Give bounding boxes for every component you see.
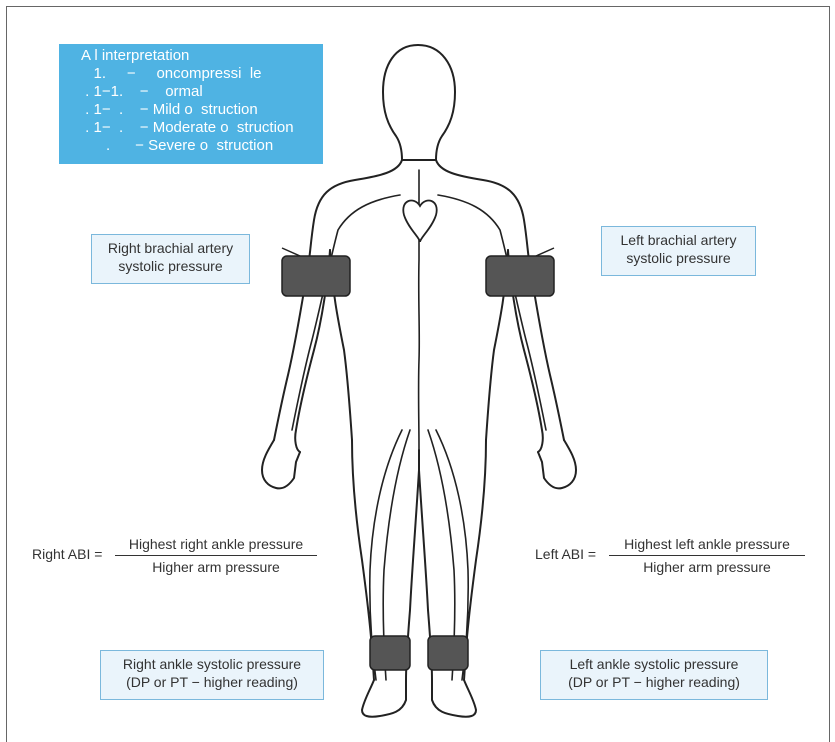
left-brachial-label: Left brachial artery systolic pressure (601, 226, 756, 276)
right-ankle-cuff (370, 636, 410, 670)
left-vessel-arm (292, 195, 400, 430)
right-ankle-label: Right ankle systolic pressure (DP or PT … (100, 650, 324, 700)
right-brachial-label: Right brachial artery systolic pressure (91, 234, 250, 284)
right-hand (538, 440, 576, 488)
left-abi-fraction-bar (609, 555, 805, 556)
head-outline (383, 45, 455, 160)
left-abi-numerator: Highest left ankle pressure (609, 536, 805, 552)
right-brachial-label-line-2: systolic pressure (92, 257, 249, 275)
right-ankle-label-line-1: Right ankle systolic pressure (101, 655, 323, 673)
right-brachial-label-line-1: Right brachial artery (92, 239, 249, 257)
left-arm-cuff-tube (536, 248, 554, 256)
left-ankle-cuff (428, 636, 468, 670)
torso-right-outline (436, 160, 564, 440)
right-arm-cuff (282, 256, 350, 296)
heart-icon (403, 200, 436, 242)
abi-interpretation-box: A l interpretation 1. − oncompressi le .… (59, 44, 323, 164)
right-abi-denominator: Higher arm pressure (115, 559, 317, 575)
right-arm-cuff-tube (282, 248, 300, 256)
torso-left-outline (274, 160, 402, 440)
abi-box-line: . 1−1. − ormal (59, 83, 323, 101)
left-brachial-label-line-1: Left brachial artery (602, 231, 755, 249)
abi-box-line: . 1− . − Mild o struction (59, 101, 323, 119)
left-arm-cuff (486, 256, 554, 296)
abi-box-line: . 1− . − Moderate o struction (59, 119, 323, 137)
right-vessel-arm (438, 195, 546, 430)
left-ankle-label-line-2: (DP or PT − higher reading) (541, 673, 767, 691)
right-ankle-label-line-2: (DP or PT − higher reading) (101, 673, 323, 691)
right-abi-fraction-bar (115, 555, 317, 556)
left-hand (262, 440, 300, 488)
left-ankle-label-line-1: Left ankle systolic pressure (541, 655, 767, 673)
right-foot (432, 680, 476, 717)
left-foot (362, 680, 406, 717)
left-ankle-label: Left ankle systolic pressure (DP or PT −… (540, 650, 768, 700)
right-abi-numerator: Highest right ankle pressure (115, 536, 317, 552)
abi-box-line: 1. − oncompressi le (59, 65, 323, 83)
right-abi-lhs: Right ABI = (32, 546, 102, 562)
abi-box-line: . − Severe o struction (59, 137, 323, 155)
left-abi-denominator: Higher arm pressure (609, 559, 805, 575)
left-abi-lhs: Left ABI = (535, 546, 596, 562)
left-brachial-label-line-2: systolic pressure (602, 249, 755, 267)
abi-box-title: A l interpretation (59, 47, 323, 65)
